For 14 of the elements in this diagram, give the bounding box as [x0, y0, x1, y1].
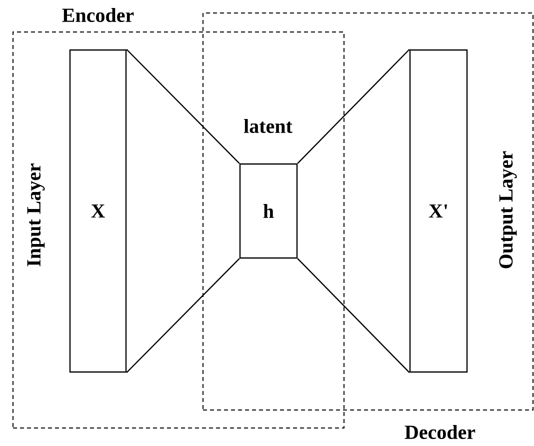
dashed-group-box	[202, 12, 534, 440]
layer-label: Input Layer	[27, 163, 45, 266]
connector-line	[297, 48, 410, 164]
layer-box: h	[239, 163, 298, 259]
group-heading: Encoder	[62, 8, 134, 22]
layer-label: Output Layer	[499, 151, 517, 268]
dashed-group-box	[12, 8, 344, 428]
layer-box: X'	[409, 49, 468, 373]
group-heading: Decoder	[404, 424, 476, 440]
connector-line	[297, 258, 410, 374]
layer-label: latent	[244, 118, 292, 134]
connector-line	[126, 258, 240, 374]
layer-box: X	[69, 49, 127, 373]
connector-line	[126, 48, 240, 164]
